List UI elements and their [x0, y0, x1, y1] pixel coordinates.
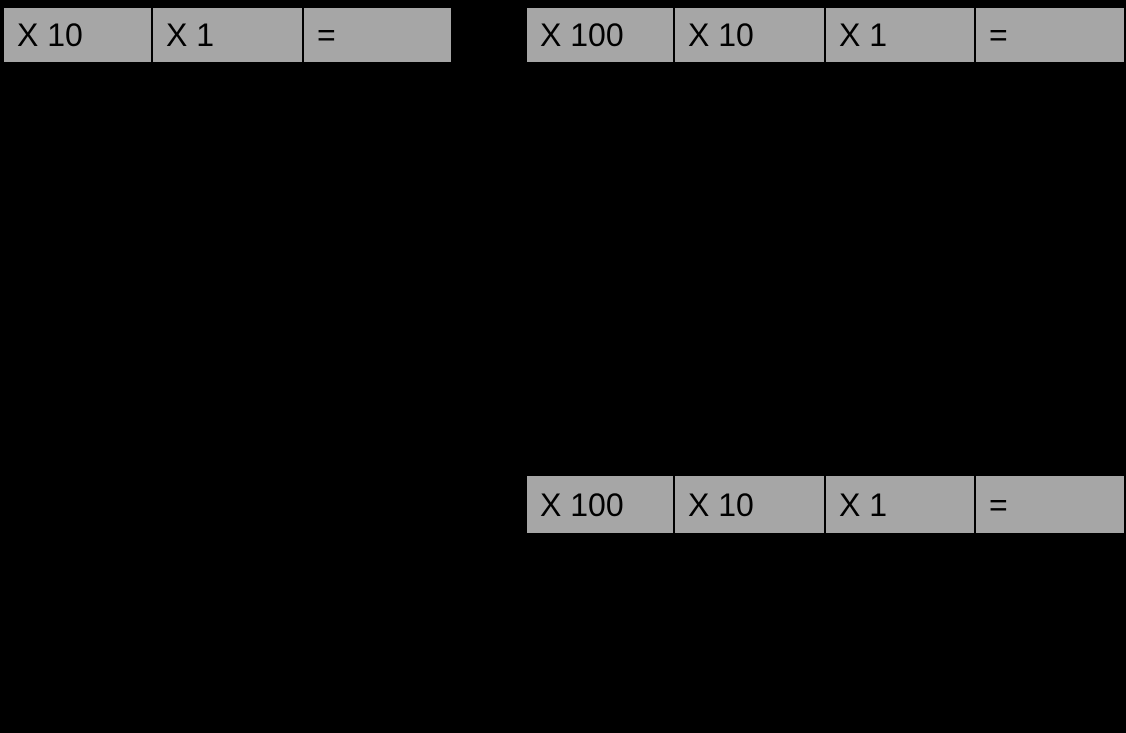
place-value-table-tens-ones[interactable]: X 10 X 1 = — [4, 8, 451, 62]
column-header-equals[interactable]: = — [976, 8, 1124, 62]
place-value-table-hundreds-top[interactable]: X 100 X 10 X 1 = — [527, 8, 1124, 62]
column-header-times-100[interactable]: X 100 — [527, 476, 673, 533]
column-header-times-1[interactable]: X 1 — [826, 8, 974, 62]
place-value-table-hundreds-middle[interactable]: X 100 X 10 X 1 = — [527, 476, 1124, 533]
column-header-times-1[interactable]: X 1 — [826, 476, 974, 533]
column-header-times-10[interactable]: X 10 — [675, 8, 824, 62]
column-header-times-1[interactable]: X 1 — [153, 8, 302, 62]
column-header-times-10[interactable]: X 10 — [4, 8, 151, 62]
column-header-times-100[interactable]: X 100 — [527, 8, 673, 62]
column-header-equals[interactable]: = — [304, 8, 451, 62]
column-header-equals[interactable]: = — [976, 476, 1124, 533]
column-header-times-10[interactable]: X 10 — [675, 476, 824, 533]
